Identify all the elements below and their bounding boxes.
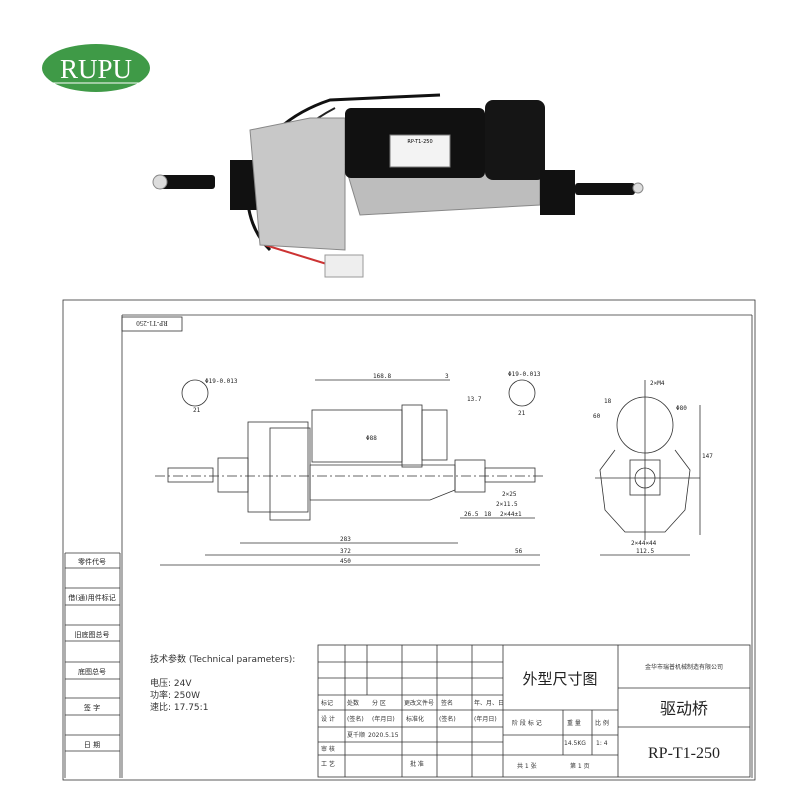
dim-18-end: 18: [604, 398, 612, 405]
dim-147: 147: [702, 453, 713, 460]
tb-header-mark: 标记: [321, 699, 333, 707]
tb-design: 设 计: [321, 715, 335, 723]
tech-power: 功率: 250W: [150, 689, 200, 701]
tb-header-change-doc: 更改文件号: [404, 699, 434, 707]
dim-key-2x25: 2×25: [502, 491, 517, 498]
tb-stage-label: 阶 段 标 记: [512, 719, 542, 727]
tb-design-sign: (签名): [347, 715, 364, 723]
tb-header-zone: 分 区: [372, 699, 386, 707]
dim-key-right: 21: [518, 410, 526, 417]
tb-weight: 14.5KG: [564, 740, 586, 747]
tb-approve: 批 准: [410, 760, 424, 768]
left-col-borrow-mark: 借(通)用件标记: [68, 593, 115, 602]
tb-company: 金华市瑞普机械制造有限公司: [645, 663, 723, 671]
tech-ratio: 速比: 17.75:1: [150, 701, 208, 713]
tb-sheets-total: 共 1 张: [517, 762, 537, 770]
tb-header-date: 年、月、日: [474, 699, 504, 707]
tb-review: 审 核: [321, 745, 335, 753]
tb-scale: 1: 4: [596, 740, 608, 747]
dim-60: 60: [593, 413, 601, 420]
dim-shaft-left: Φ19-0.013: [205, 378, 238, 385]
rupu-logo: RUPU: [42, 44, 150, 92]
dim-18: 18: [484, 511, 492, 518]
tb-scale-label: 比 例: [595, 719, 609, 727]
dim-372: 372: [340, 548, 351, 555]
dim-3: 3: [445, 373, 449, 380]
tb-sheet-number: 第 1 页: [570, 762, 590, 770]
tech-params-heading: 技术参数 (Technical parameters):: [150, 653, 295, 665]
dim-13-7: 13.7: [467, 396, 482, 403]
dim-motor-length: 168.8: [373, 373, 391, 380]
dim-key-left: 21: [193, 407, 201, 414]
left-col-old-drawing-no: 旧底图总号: [75, 630, 110, 639]
dim-112-5: 112.5: [636, 548, 654, 555]
tech-voltage: 电压: 24V: [150, 677, 192, 689]
technical-drawing: [62, 299, 756, 781]
tb-std-date: (年月日): [474, 715, 497, 723]
logo-text: RUPU: [60, 54, 132, 84]
tb-std-sign: (签名): [439, 715, 456, 723]
dim-key-2x44: 2×44±1: [500, 511, 522, 518]
rotated-drawing-code: RP-T1-250: [136, 319, 168, 327]
dim-283: 283: [340, 536, 351, 543]
dim-2xm4: 2×M4: [650, 380, 665, 387]
tb-weight-label: 重 量: [567, 719, 581, 727]
tb-drawing-title: 外型尺寸图: [522, 670, 597, 688]
tb-part-name: 驱动桥: [660, 699, 708, 718]
tb-header-sign: 签名: [441, 699, 453, 707]
tb-design-date-value: 2020.5.15: [368, 732, 399, 739]
dim-2x44x44: 2×44×44: [631, 540, 657, 547]
dim-phi80: Φ80: [676, 405, 687, 412]
left-col-date: 日 期: [84, 741, 100, 749]
left-col-drawing-no: 底图总号: [78, 667, 106, 676]
product-photo: RP-T1-250: [152, 93, 644, 278]
tb-designer-name: 夏千顺: [347, 731, 365, 739]
tb-standardize: 标准化: [406, 715, 424, 723]
motor-nameplate-model: RP-T1-250: [407, 139, 432, 145]
dim-26-5: 26.5: [464, 511, 479, 518]
tb-header-count: 处数: [347, 699, 359, 707]
dim-shaft-right: Φ19-0.013: [508, 371, 541, 378]
tb-process: 工 艺: [321, 760, 335, 768]
dim-key-2x11-5: 2×11.5: [496, 501, 518, 508]
dim-motor-diameter: Φ88: [366, 435, 377, 442]
left-col-signature: 签 字: [84, 703, 100, 712]
left-col-part-code: 零件代号: [78, 557, 106, 566]
tb-design-date: (年月日): [372, 715, 395, 723]
dim-450: 450: [340, 558, 351, 565]
dim-56: 56: [515, 548, 523, 555]
tb-part-number: RP-T1-250: [648, 745, 720, 762]
